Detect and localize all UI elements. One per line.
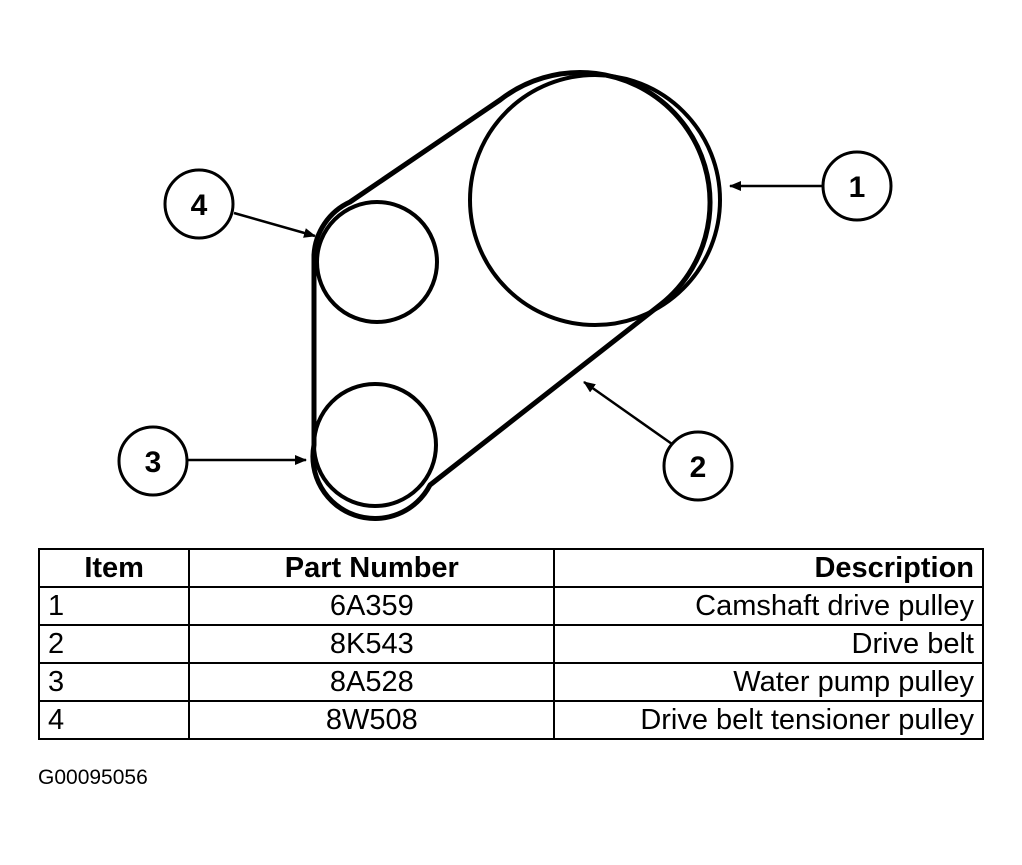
water-pump-pulley [312,382,438,508]
row-description: Drive belt tensioner pulley [553,700,984,740]
figure-id: G00095056 [38,766,148,789]
row-part-number: 8K543 [188,624,556,664]
row-item: 2 [37,624,191,664]
table-row: 1 6A359 Camshaft drive pulley [37,586,984,626]
callout-1: 1 [729,150,893,222]
table-row: 3 8A528 Water pump pulley [37,662,984,702]
camshaft-drive-pulley [468,73,722,327]
belt-routing-diagram: 1 2 3 4 [117,69,893,522]
callout-1-number: 1 [849,171,866,204]
callout-1-circle [821,150,893,222]
row-item: 1 [37,586,191,626]
callout-4-circle [163,168,235,240]
header-part-number: Part Number [188,548,556,588]
callout-3-circle [117,425,189,497]
parts-table: Item Part Number Description 1 6A359 Cam… [37,548,984,740]
callout-2-arrow [583,380,673,446]
callout-4-number: 4 [191,189,208,222]
callout-3-number: 3 [145,446,162,479]
row-part-number: 8A528 [188,662,556,702]
table-row: 4 8W508 Drive belt tensioner pulley [37,700,984,740]
tensioner-pulley [315,200,439,324]
row-description: Drive belt [553,624,984,664]
callout-4: 4 [163,168,316,240]
callout-3: 3 [117,425,307,497]
row-item: 4 [37,700,191,740]
callout-4-arrow [233,211,316,238]
row-item: 3 [37,662,191,702]
header-item: Item [37,548,191,588]
callout-2: 2 [583,380,734,502]
row-description: Camshaft drive pulley [553,586,984,626]
row-description: Water pump pulley [553,662,984,702]
header-description: Description [553,548,984,588]
callout-2-circle [662,430,734,502]
row-part-number: 8W508 [188,700,556,740]
callout-2-number: 2 [690,451,707,484]
row-part-number: 6A359 [188,586,556,626]
table-row: 2 8K543 Drive belt [37,624,984,664]
table-header-row: Item Part Number Description [37,548,984,588]
